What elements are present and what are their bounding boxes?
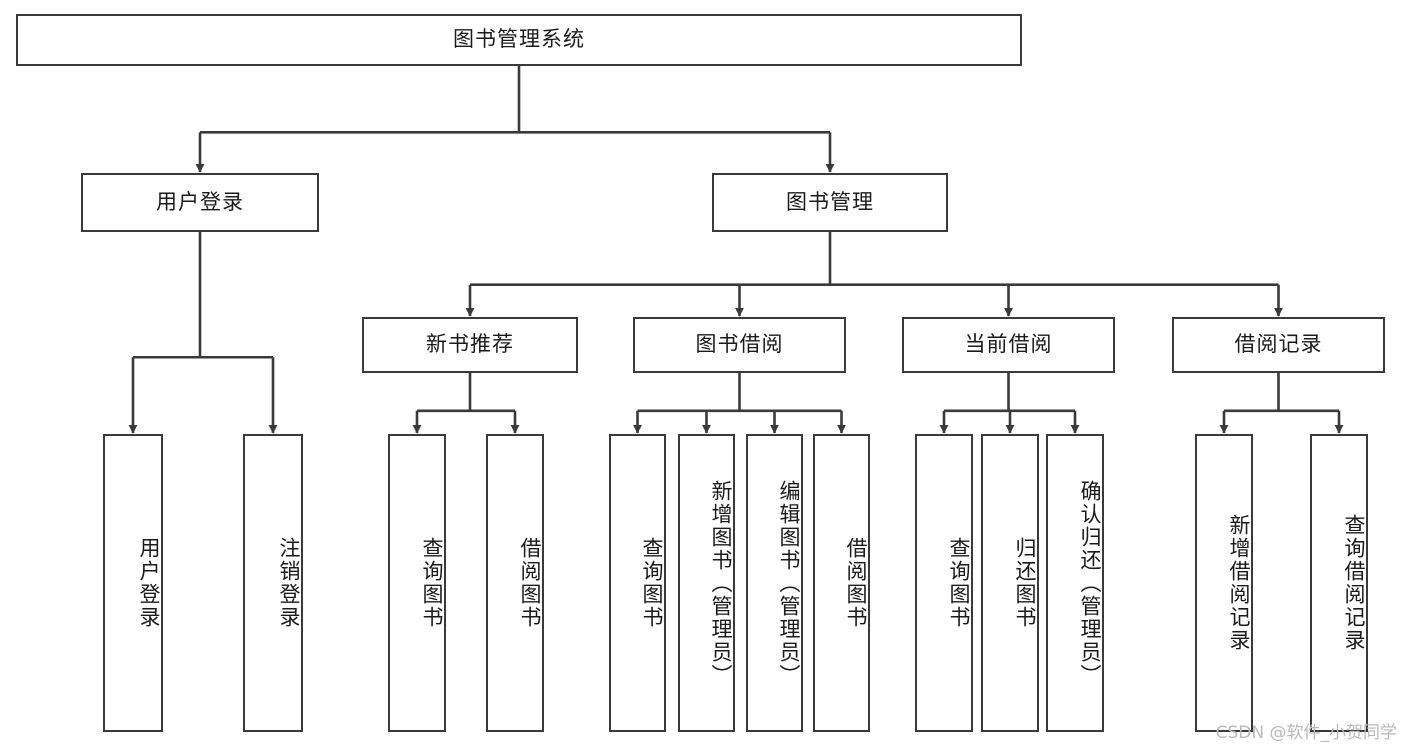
- node-l7[interactable]: 编辑图书（管理员）: [746, 434, 803, 732]
- node-bookmgmt[interactable]: 图书管理: [712, 173, 948, 232]
- node-records[interactable]: 借阅记录: [1172, 317, 1385, 373]
- node-l12[interactable]: 新增借阅记录: [1195, 434, 1253, 732]
- node-label: 用户登录: [137, 537, 161, 629]
- node-l8[interactable]: 借阅图书: [813, 434, 870, 732]
- watermark-text: CSDN @软件_小贺同学: [1215, 723, 1397, 743]
- node-borrow[interactable]: 图书借阅: [633, 317, 846, 373]
- node-label: 图书管理系统: [453, 27, 585, 52]
- node-label: 查询图书: [947, 537, 971, 629]
- node-l10[interactable]: 归还图书: [981, 434, 1039, 732]
- node-label: 图书借阅: [695, 332, 784, 357]
- node-label: 查询图书: [420, 537, 444, 629]
- node-l11[interactable]: 确认归还（管理员）: [1046, 434, 1104, 732]
- node-label: 当前借阅: [964, 332, 1053, 357]
- node-label: 查询图书: [640, 537, 664, 629]
- node-l9[interactable]: 查询图书: [915, 434, 973, 732]
- node-l6[interactable]: 新增图书（管理员）: [678, 434, 735, 732]
- node-label: 确认归还（管理员）: [1078, 479, 1102, 687]
- node-label: 归还图书: [1013, 537, 1037, 629]
- node-l3[interactable]: 查询图书: [388, 434, 446, 732]
- node-current[interactable]: 当前借阅: [902, 317, 1115, 373]
- node-label: 图书管理: [786, 189, 874, 214]
- node-label: 新增借阅记录: [1227, 514, 1251, 652]
- node-label: 注销登录: [277, 537, 301, 629]
- node-login[interactable]: 用户登录: [81, 173, 319, 232]
- node-newbook[interactable]: 新书推荐: [362, 317, 578, 373]
- node-l5[interactable]: 查询图书: [609, 434, 666, 732]
- node-l2[interactable]: 注销登录: [243, 434, 303, 732]
- node-root[interactable]: 图书管理系统: [16, 14, 1022, 66]
- node-l4[interactable]: 借阅图书: [486, 434, 544, 732]
- node-label: 借阅图书: [844, 537, 868, 629]
- node-l1[interactable]: 用户登录: [103, 434, 163, 732]
- node-label: 用户登录: [156, 189, 244, 214]
- node-label: 借阅图书: [518, 537, 542, 629]
- node-l13[interactable]: 查询借阅记录: [1310, 434, 1368, 732]
- node-label: 查询借阅记录: [1342, 514, 1366, 652]
- node-label: 新书推荐: [426, 332, 514, 357]
- node-label: 借阅记录: [1234, 332, 1323, 357]
- node-label: 编辑图书（管理员）: [777, 479, 801, 687]
- node-label: 新增图书（管理员）: [709, 479, 733, 687]
